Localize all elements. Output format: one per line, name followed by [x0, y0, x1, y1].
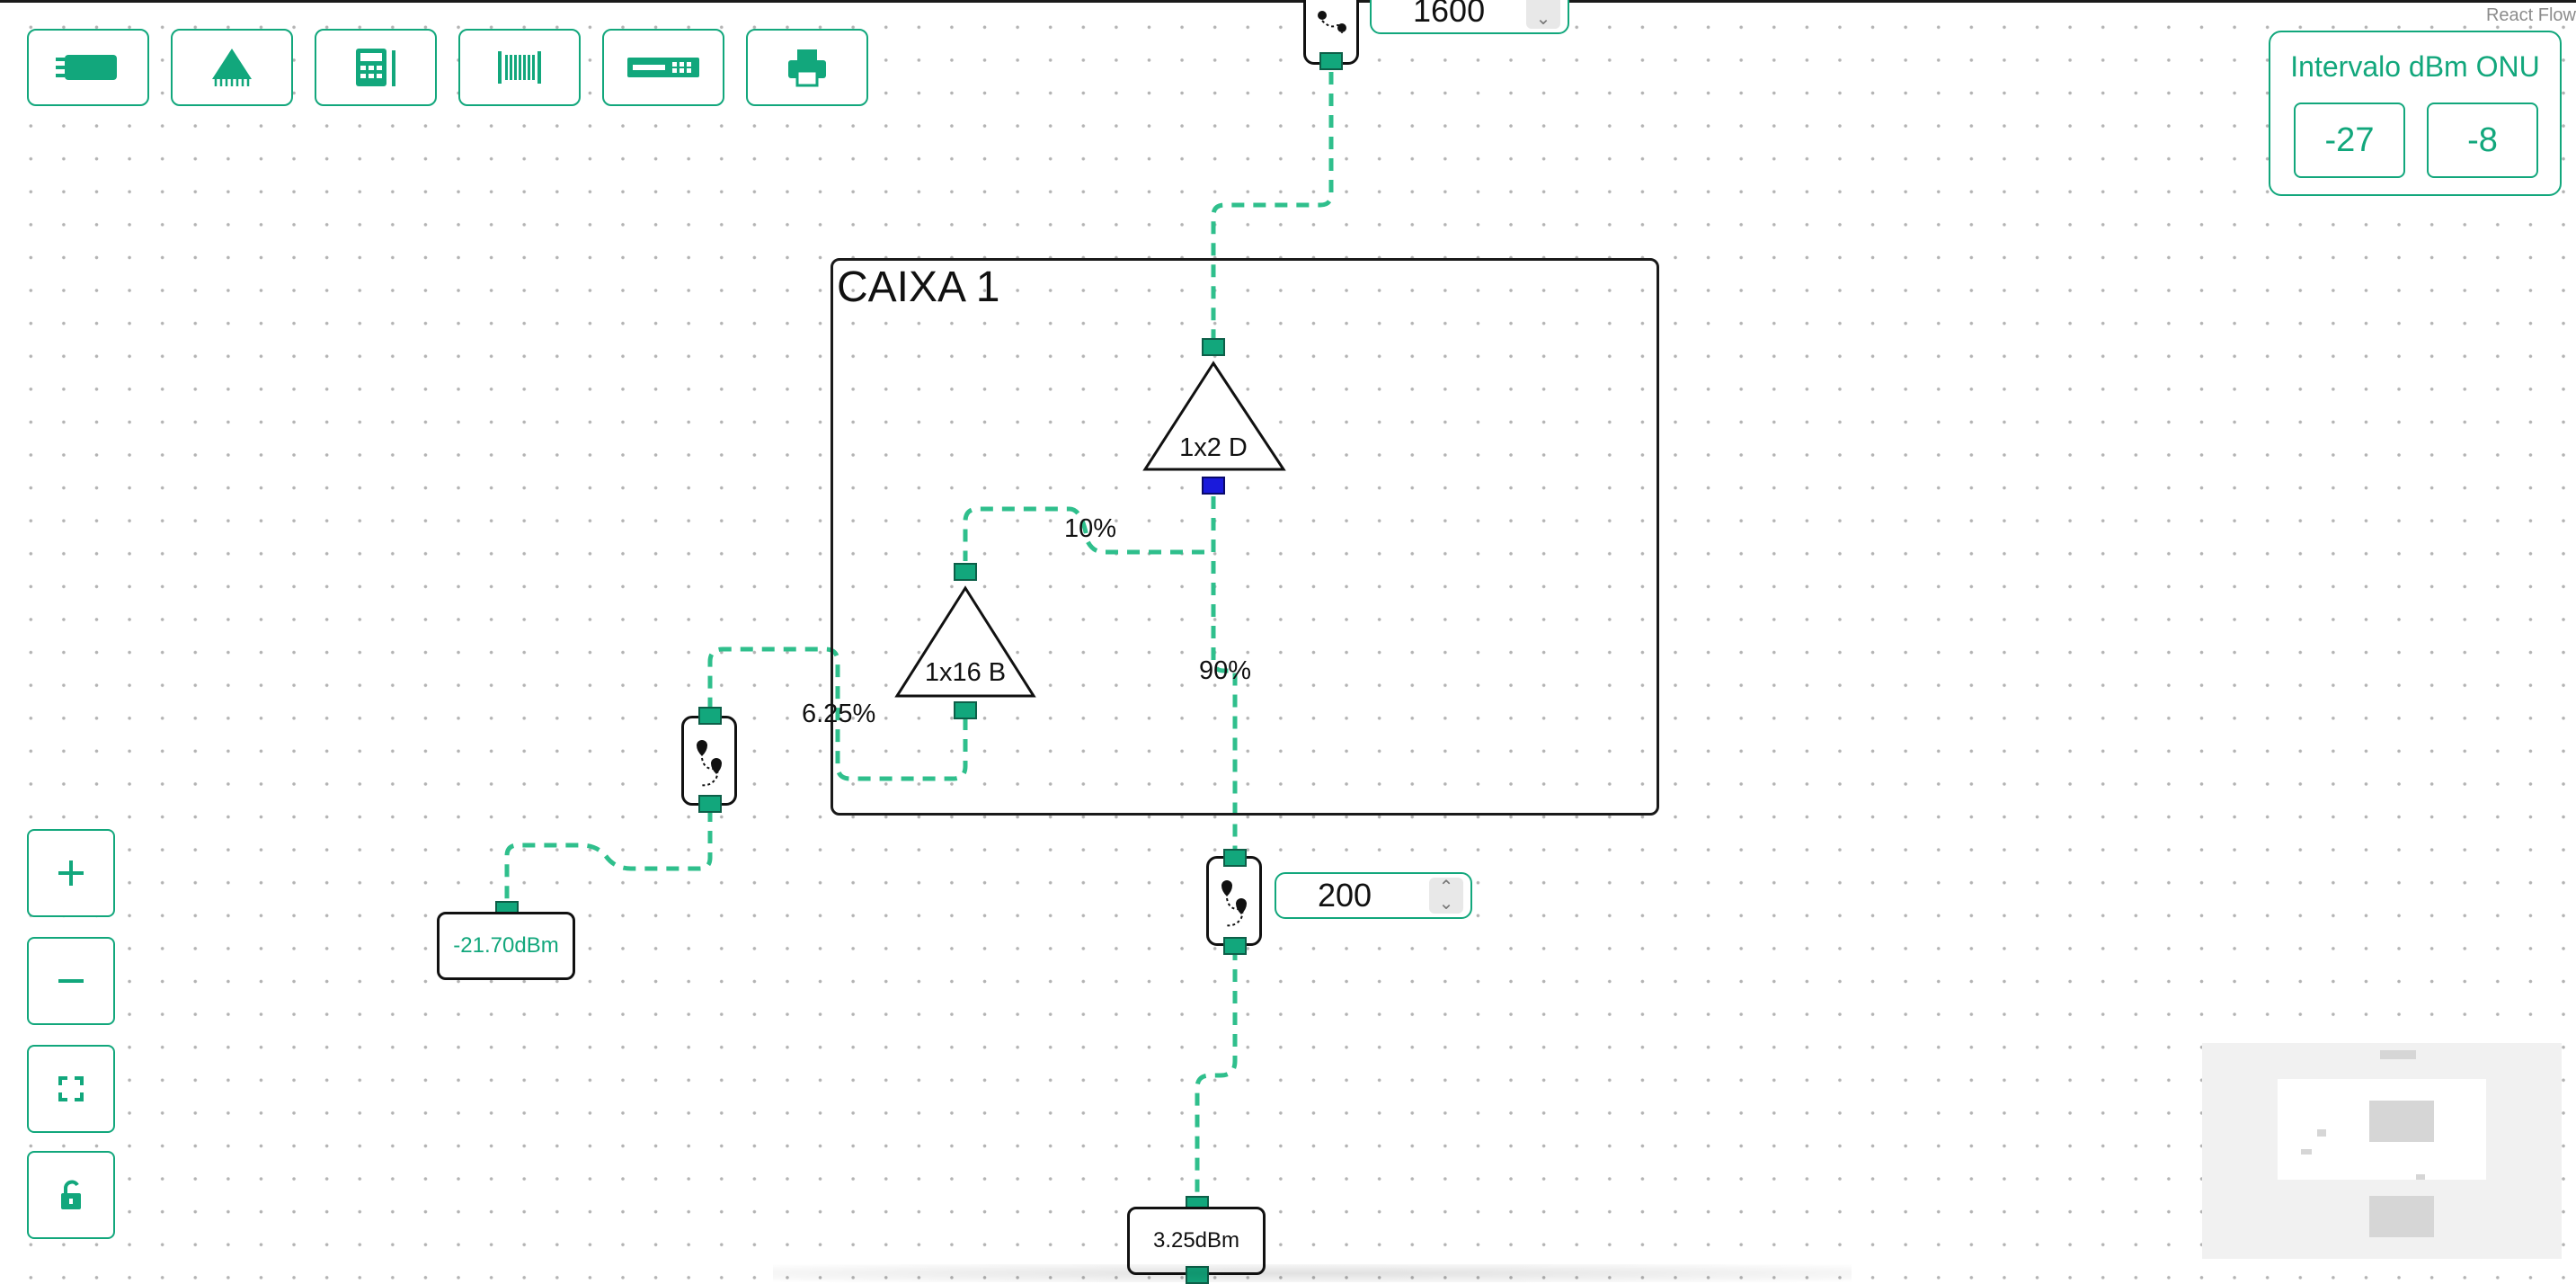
fit-view-button[interactable]: [27, 1045, 115, 1133]
minimap-node-caixa: [2369, 1101, 2434, 1142]
zoom-in-icon: [58, 860, 84, 886]
print-button[interactable]: [746, 29, 868, 106]
add-switch-button[interactable]: [602, 29, 724, 106]
fit-view-icon: [58, 1076, 84, 1101]
onu-node-bottom[interactable]: 3.25dBm: [1127, 1207, 1266, 1275]
route-icon: [697, 740, 722, 787]
minimap-node-onu-left: [2301, 1149, 2312, 1155]
zoom-out-icon: [58, 979, 84, 983]
edge-1x16-to-cable[interactable]: [707, 646, 968, 781]
edge-cable1600-to-1x2[interactable]: [1211, 72, 1334, 338]
cable-top-out-handle[interactable]: [1319, 52, 1343, 70]
route-icon: [1318, 11, 1346, 34]
edge-1x2-to-1x16[interactable]: [963, 496, 1216, 561]
splitter-1x2-out-handle[interactable]: [1202, 477, 1225, 495]
onu-node-left[interactable]: -21.70dBm: [437, 912, 575, 980]
print-icon: [788, 49, 826, 87]
add-onu-button[interactable]: [315, 29, 437, 106]
cable-top-length-value: 1600: [1413, 0, 1486, 29]
onu-dbm-range-panel: Intervalo dBm ONU -27 -8: [2269, 31, 2562, 196]
route-icon: [1221, 880, 1247, 927]
cable-left-in-handle[interactable]: [698, 707, 722, 725]
cable-top-stepper-icon[interactable]: ⌃⌄: [1526, 0, 1560, 29]
caixa-label: CAIXA 1: [837, 263, 1000, 311]
cable-mid-in-handle[interactable]: [1223, 849, 1247, 867]
add-cable-button[interactable]: [458, 29, 581, 106]
cable-node-left[interactable]: [681, 716, 737, 806]
splitter-1x16-in-handle[interactable]: [954, 563, 977, 581]
splitter-1x16-shape[interactable]: [894, 585, 1036, 698]
ratio-label-10: 10%: [1064, 514, 1117, 543]
add-splitter-button[interactable]: [171, 29, 293, 106]
minimap-node-cable: [2317, 1129, 2326, 1137]
cable-reel-icon: [498, 51, 541, 84]
edge-1x2-to-cable200[interactable]: [1211, 496, 1238, 849]
splitter-1x2-in-handle[interactable]: [1202, 338, 1225, 356]
ratio-label-625: 6.25%: [802, 700, 876, 728]
cable-mid-length-input[interactable]: 200 ⌃⌄: [1275, 872, 1472, 919]
cable-left-out-handle[interactable]: [698, 795, 722, 813]
cable-mid-length-value: 200: [1318, 877, 1372, 914]
ratio-label-90: 90%: [1199, 656, 1252, 685]
cable-node-mid[interactable]: [1206, 856, 1262, 946]
cable-mid-stepper-icon[interactable]: ⌃⌄: [1429, 878, 1463, 914]
add-olt-button[interactable]: [27, 29, 149, 106]
lock-icon: [61, 1180, 81, 1209]
react-flow-attribution[interactable]: React Flow: [2485, 5, 2576, 25]
splitter-1x16-out-handle[interactable]: [954, 701, 977, 719]
zoom-out-button[interactable]: [27, 937, 115, 1025]
zoom-in-button[interactable]: [27, 829, 115, 917]
splitter-1x16-label: 1x16 B: [924, 658, 1007, 687]
range-min-input[interactable]: -27: [2294, 103, 2405, 178]
range-title: Intervalo dBm ONU: [2290, 50, 2540, 83]
minimap-node-top: [2380, 1050, 2416, 1059]
splitter-1x2-shape[interactable]: [1142, 361, 1286, 471]
edge-cable-to-onu-left[interactable]: [504, 809, 713, 903]
top-border: [0, 0, 2576, 3]
splitter-icon: [212, 49, 252, 86]
minimap[interactable]: [2202, 1043, 2562, 1259]
cable-top-length-input[interactable]: 1600 ⌃⌄: [1370, 0, 1569, 34]
lock-button[interactable]: [27, 1151, 115, 1239]
edge-cable200-to-onu-bottom[interactable]: [1195, 948, 1238, 1201]
caixa-group-node[interactable]: CAIXA 1: [831, 258, 1659, 816]
range-max-input[interactable]: -8: [2427, 103, 2538, 178]
minimap-node-onu: [2369, 1196, 2434, 1237]
olt-icon: [56, 55, 117, 80]
minimap-node-cable-mid: [2416, 1174, 2425, 1180]
switch-icon: [627, 58, 699, 77]
splitter-1x2-label: 1x2 D: [1179, 433, 1248, 462]
calculator-icon: [356, 49, 395, 86]
cable-mid-out-handle[interactable]: [1223, 937, 1247, 955]
bottom-shadow: [773, 1264, 1852, 1282]
